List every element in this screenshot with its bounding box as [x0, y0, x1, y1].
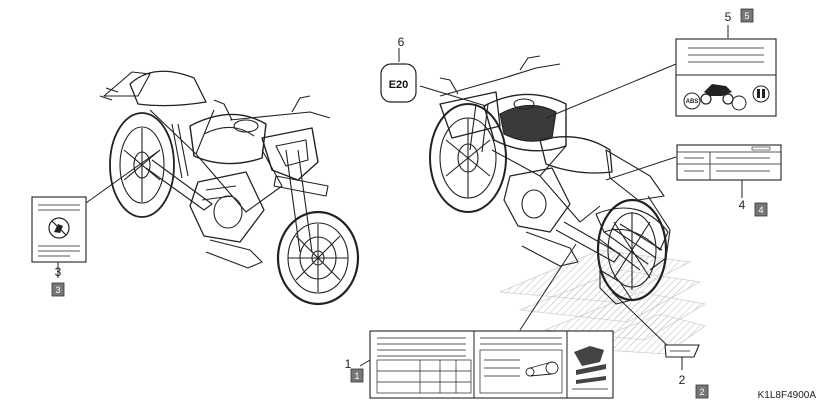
tools-icon	[574, 346, 606, 384]
callout-4-box	[754, 202, 768, 217]
wing-watermark	[499, 249, 707, 355]
abs-icon-text: ABS	[686, 99, 699, 105]
label-6-e20-badge: E20	[380, 63, 417, 103]
callout-3-box-number: 3	[55, 285, 60, 295]
callout-1-number: 1	[345, 357, 352, 371]
callout-3-number: 3	[55, 265, 62, 279]
callout-6-number: 6	[398, 35, 405, 49]
callout-5-number: 5	[725, 10, 732, 24]
chain-icon	[525, 361, 559, 377]
callout-5-box	[740, 8, 754, 23]
callout-4-number: 4	[739, 198, 746, 212]
callout-5-box-number: 5	[744, 11, 749, 21]
callout-1-box	[350, 368, 364, 383]
leader-lines	[57, 25, 743, 370]
motorcycle-front-view	[99, 70, 360, 306]
callout-2-box-number: 2	[699, 387, 704, 397]
motorcycle-icon	[700, 84, 734, 105]
callout-2-number: 2	[679, 373, 686, 387]
callout-1-box-number: 1	[354, 371, 359, 381]
callout-3-box	[51, 282, 65, 297]
diagram-code: K1L8F4900A	[757, 390, 816, 401]
motorcycle-rear-view	[429, 55, 671, 305]
callout-4-box-number: 4	[758, 205, 763, 215]
callout-2-box	[695, 384, 709, 399]
label-4-card	[676, 144, 782, 181]
e20-text: E20	[389, 79, 409, 91]
label-5-card: ABS	[675, 38, 777, 117]
label-3-card	[31, 196, 87, 263]
label-2-tag	[664, 344, 700, 358]
label-1-card	[369, 330, 614, 399]
